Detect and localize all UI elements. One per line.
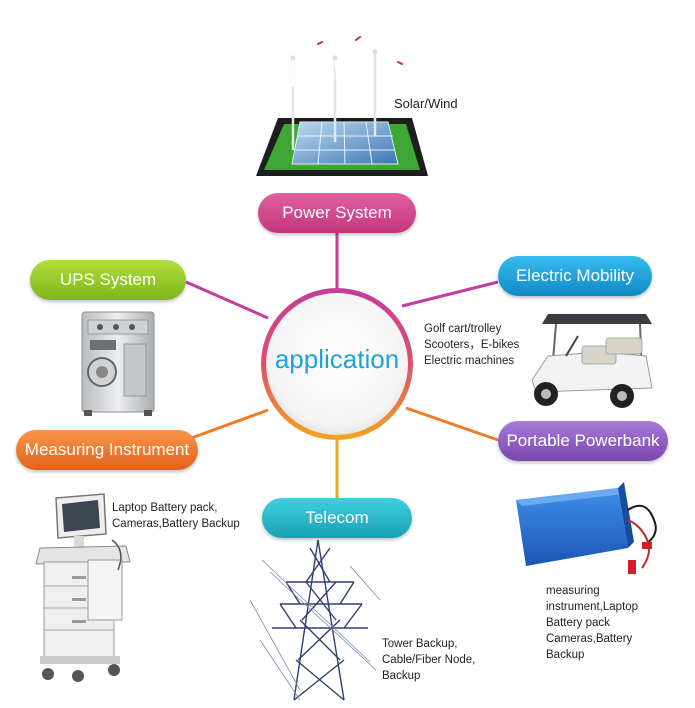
ups-cabinet-illustration xyxy=(81,311,155,416)
note-telecom: Tower Backup, Cable/Fiber Node, Backup xyxy=(382,636,475,684)
note-line: Cameras,Battery xyxy=(546,633,633,645)
note-line: Backup xyxy=(546,649,585,661)
category-portable-powerbank: Portable Powerbank xyxy=(498,421,668,461)
note-power-system: Solar/Wind xyxy=(394,96,458,112)
medical-instrument-cart-illustration xyxy=(35,493,131,682)
golf-cart-illustration xyxy=(531,314,653,408)
note-line: Electric machines xyxy=(424,355,515,367)
center-disc xyxy=(266,293,408,435)
category-ups-system: UPS System xyxy=(30,260,186,300)
power-tower-illustration xyxy=(249,539,381,701)
note-electric-mobility: Golf cart/trolley Scooters，E-bikes Elect… xyxy=(424,321,519,369)
note-line: instrument,Laptop xyxy=(546,601,639,613)
connector-portable-powerbank xyxy=(405,406,499,442)
note-line: measuring xyxy=(546,585,600,597)
note-line: Laptop Battery pack, xyxy=(112,502,218,514)
note-line: Golf cart/trolley xyxy=(424,323,502,335)
note-line: Tower Backup, xyxy=(382,638,458,650)
connector-measuring-instrument xyxy=(185,408,269,442)
connector-electric-mobility xyxy=(401,280,499,308)
note-line: Cable/Fiber Node, xyxy=(382,654,476,666)
note-measuring-instrument: Laptop Battery pack, Cameras,Battery Bac… xyxy=(112,500,240,532)
note-line: Backup xyxy=(382,670,421,682)
category-telecom: Telecom xyxy=(262,498,412,538)
note-line: Solar/Wind xyxy=(394,96,458,111)
note-line: Battery pack xyxy=(546,617,610,629)
center-label: application xyxy=(274,344,400,374)
category-measuring-instrument: Measuring Instrument xyxy=(16,430,198,470)
note-line: Scooters，E-bikes xyxy=(424,339,520,351)
note-portable-powerbank: measuring instrument,Laptop Battery pack… xyxy=(546,583,638,663)
connector-lines xyxy=(185,232,499,498)
note-line: Cameras,Battery Backup xyxy=(112,518,240,530)
connector-ups-system xyxy=(185,280,269,320)
category-electric-mobility: Electric Mobility xyxy=(498,256,652,296)
battery-pack-illustration xyxy=(516,482,657,574)
wind-solar-tablet-illustration xyxy=(256,21,428,176)
category-power-system: Power System xyxy=(258,193,416,233)
